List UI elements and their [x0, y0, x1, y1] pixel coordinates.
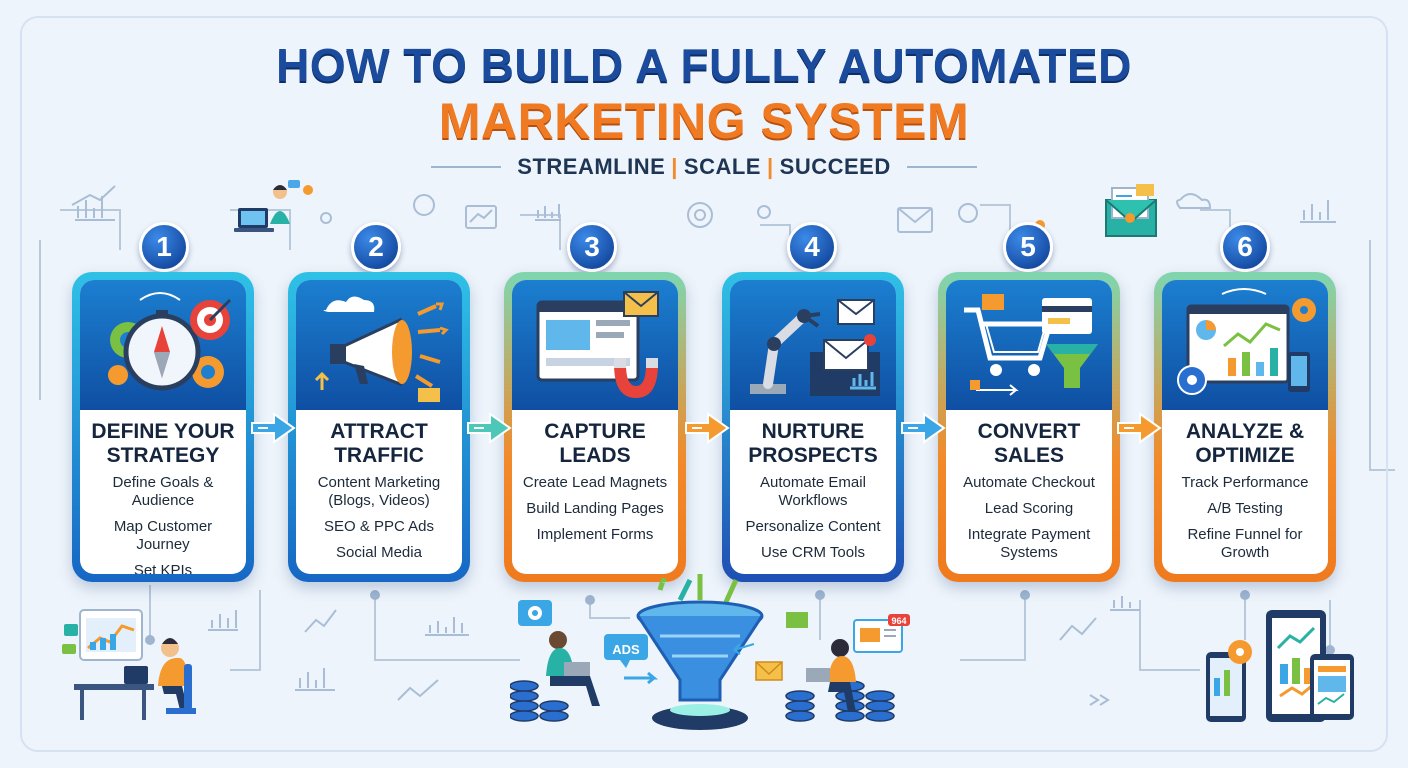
tagline-word-succeed: SUCCEED	[779, 154, 891, 179]
step-card-nurture-prospects: NURTURE PROSPECTS Automate Email Workflo…	[722, 272, 904, 582]
step-detail: Personalize Content	[745, 518, 881, 535]
flow-arrow-icon	[250, 412, 296, 444]
step-detail: Track Performance	[1181, 474, 1309, 491]
step-title: CONVERT SALES	[946, 420, 1112, 468]
desk-worker-illustration	[58, 604, 208, 724]
step-title-line: TRAFFIC	[334, 444, 424, 467]
step-details: Track Performance A/B Testing Refine Fun…	[1162, 474, 1328, 570]
step-title: ANALYZE & OPTIMIZE	[1162, 420, 1328, 468]
step-title-line: ANALYZE &	[1185, 420, 1305, 443]
flow-arrow-icon	[1116, 412, 1162, 444]
robot-arm-email-icon	[730, 280, 896, 410]
step-detail: A/B Testing	[1207, 500, 1283, 517]
shopping-cart-funnel-icon	[946, 280, 1112, 410]
step-title-line: ATTRACT	[330, 420, 428, 443]
step-title-line: DEFINE YOUR	[91, 420, 235, 443]
step-title-line: OPTIMIZE	[1195, 444, 1295, 467]
page-title-line-1: HOW TO BUILD A FULLY AUTOMATED	[276, 39, 1132, 91]
tagline-divider-left	[431, 166, 502, 168]
email-envelope-illustration	[1100, 182, 1160, 240]
step-title: NURTURE PROSPECTS	[730, 420, 896, 468]
tagline-word-streamline: STREAMLINE	[517, 154, 666, 179]
outer-frame	[20, 16, 1388, 752]
step-title: ATTRACT TRAFFIC	[296, 420, 462, 468]
tagline-row: STREAMLINE|SCALE|SUCCEED	[0, 150, 1408, 184]
step-details: Define Goals & Audience Map Customer Jou…	[80, 474, 246, 574]
step-detail: Lead Scoring	[984, 500, 1074, 517]
flow-arrow-icon	[900, 412, 946, 444]
step-title-line: CAPTURE	[544, 420, 646, 443]
step-detail: Set KPIs	[133, 562, 193, 574]
step-card-define-strategy: DEFINE YOUR STRATEGY Define Goals & Audi…	[72, 272, 254, 582]
page-title-line-2: MARKETING SYSTEM	[438, 93, 970, 149]
tagline-separator: |	[766, 154, 774, 179]
step-title-line: LEADS	[559, 444, 631, 467]
step-detail: Implement Forms	[536, 526, 654, 543]
step-card-attract-traffic: ATTRACT TRAFFIC Content Marketing (Blogs…	[288, 272, 470, 582]
flow-arrow-icon	[466, 412, 512, 444]
step-detail: Automate Checkout	[963, 474, 1095, 491]
step-details: Automate Checkout Lead Scoring Integrate…	[946, 474, 1112, 570]
analytics-dashboard-icon	[1162, 280, 1328, 410]
step-detail: Use CRM Tools	[761, 544, 865, 561]
step-title-line: CONVERT	[977, 420, 1081, 443]
magnet-icon	[512, 280, 678, 410]
step-detail: Content Marketing (Blogs, Videos)	[317, 474, 441, 509]
step-card-analyze-optimize: ANALYZE & OPTIMIZE Track Performance A/B…	[1154, 272, 1336, 582]
step-details: Create Lead Magnets Build Landing Pages …	[512, 474, 678, 552]
step-detail: Social Media	[336, 544, 422, 561]
tagline: STREAMLINE|SCALE|SUCCEED	[517, 154, 890, 180]
step-card-capture-leads: CAPTURE LEADS Create Lead Magnets Build …	[504, 272, 686, 582]
step-number-badge: 5	[1003, 222, 1053, 272]
step-detail: Build Landing Pages	[526, 500, 664, 517]
person-laptop-illustration	[232, 178, 302, 234]
step-detail: Define Goals & Audience	[112, 474, 214, 509]
tagline-word-scale: SCALE	[683, 154, 761, 179]
step-title-line: STRATEGY	[106, 444, 220, 467]
step-detail: Refine Funnel for Growth	[1187, 526, 1303, 561]
ads-badge: ADS	[612, 642, 640, 657]
step-number-badge: 4	[787, 222, 837, 272]
tagline-separator: |	[671, 154, 678, 179]
step-title-line: PROSPECTS	[748, 444, 878, 467]
flow-arrow-icon	[684, 412, 730, 444]
step-card-convert-sales: CONVERT SALES Automate Checkout Lead Sco…	[938, 272, 1120, 582]
megaphone-icon	[296, 280, 462, 410]
step-title-line: SALES	[993, 444, 1064, 467]
funnel-scene-illustration	[510, 570, 930, 740]
step-detail: Integrate Payment Systems	[967, 526, 1091, 561]
compass-target-icon	[80, 280, 246, 410]
step-title: CAPTURE LEADS	[512, 420, 678, 468]
step-number-badge: 3	[567, 222, 617, 272]
tagline-divider-right	[906, 166, 977, 168]
notification-count-badge: 964	[891, 616, 907, 626]
step-detail: Map Customer Journey	[113, 518, 213, 553]
devices-analytics-illustration	[1200, 608, 1360, 728]
step-detail: SEO & PPC Ads	[323, 518, 435, 535]
step-details: Automate Email Workflows Personalize Con…	[730, 474, 896, 570]
step-number-badge: 1	[139, 222, 189, 272]
step-detail: Automate Email Workflows	[760, 474, 866, 509]
step-number-badge: 2	[351, 222, 401, 272]
step-title: DEFINE YOUR STRATEGY	[80, 420, 246, 468]
step-details: Content Marketing (Blogs, Videos) SEO & …	[296, 474, 462, 570]
step-detail: Create Lead Magnets	[522, 474, 668, 491]
step-number-badge: 6	[1220, 222, 1270, 272]
step-title-line: NURTURE	[761, 420, 865, 443]
